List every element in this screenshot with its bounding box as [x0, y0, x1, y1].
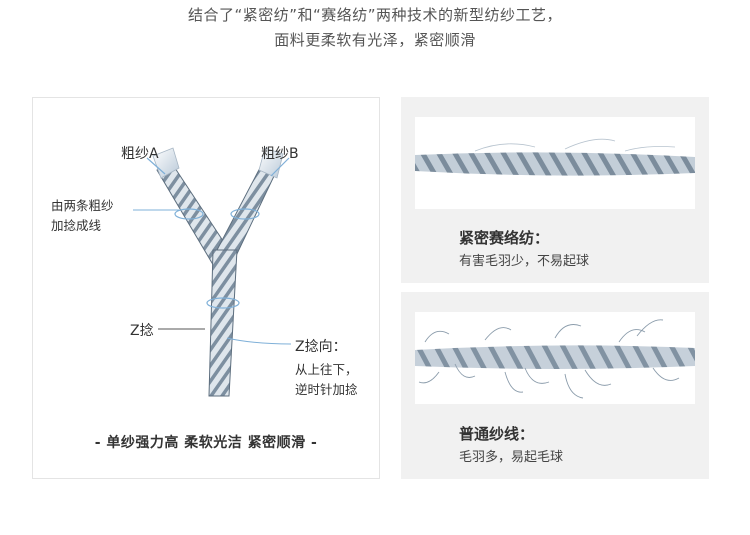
intro-line-1: 结合了“紧密纺”和“赛络纺”两种技术的新型纺纱工艺， — [0, 4, 750, 25]
compact-siro-yarn-image — [415, 117, 695, 209]
intro-line-2: 面料更柔软有光泽，紧密顺滑 — [0, 29, 750, 50]
direction-desc-line-2: 逆时针加捻 — [295, 380, 358, 400]
z-twist-label: Z捻 — [130, 320, 154, 340]
twist-note-line-2: 加捻成线 — [51, 216, 114, 236]
ordinary-yarn-title: 普通纱线： — [459, 423, 534, 444]
y-yarn-diagram — [33, 98, 381, 480]
compact-siro-panel: 紧密赛络纺： 有害毛羽少，不易起球 — [401, 97, 709, 283]
merged-yarn-strand — [209, 250, 237, 396]
twist-diagram-panel: 粗纱A 粗纱B 由两条粗纱 加捻成线 Z捻 Z捻向： 从上往下， 逆时针加捻 -… — [32, 97, 380, 479]
twist-note-line-1: 由两条粗纱 — [51, 196, 114, 216]
ordinary-yarn-image — [415, 312, 695, 404]
compact-siro-title: 紧密赛络纺： — [459, 227, 549, 248]
compact-siro-desc: 有害毛羽少，不易起球 — [459, 250, 589, 269]
z-direction-label: Z捻向： — [295, 336, 347, 356]
twist-note: 由两条粗纱 加捻成线 — [51, 196, 114, 236]
roving-a-label: 粗纱A — [121, 143, 159, 163]
z-direction-desc: 从上往下， 逆时针加捻 — [295, 360, 358, 400]
diagram-caption: - 单纱强力高 柔软光洁 紧密顺滑 - — [33, 432, 379, 452]
roving-b-strand — [217, 166, 275, 258]
direction-desc-line-1: 从上往下， — [295, 360, 358, 380]
ordinary-yarn-panel: 普通纱线： 毛羽多，易起毛球 — [401, 292, 709, 479]
ordinary-yarn-desc: 毛羽多，易起毛球 — [459, 446, 563, 465]
roving-b-label: 粗纱B — [261, 143, 299, 163]
